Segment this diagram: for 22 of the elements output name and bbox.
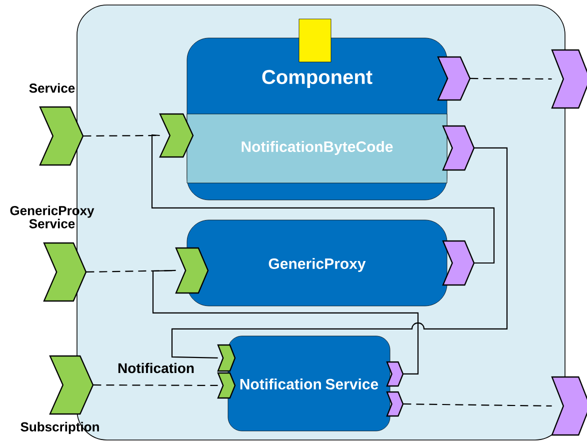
service-port	[175, 247, 209, 294]
reference-port	[551, 376, 587, 436]
implementation-band: NotificationByteCode	[186, 114, 448, 184]
reference-port	[386, 391, 404, 417]
dashed-line	[403, 403, 552, 407]
dashed-line	[470, 78, 552, 80]
service-port	[217, 372, 236, 399]
reference-port	[386, 361, 404, 387]
component-box: Notification Service	[228, 336, 390, 432]
dashed-line	[93, 384, 218, 386]
service-port	[159, 113, 194, 158]
wire	[152, 270, 419, 375]
service-port	[217, 344, 236, 372]
reference-port	[442, 240, 475, 286]
port-label: Notification	[118, 362, 194, 374]
reference-port	[437, 56, 471, 101]
port-label: Service	[29, 83, 75, 93]
component-box: GenericProxy	[186, 220, 448, 306]
reference-port	[551, 49, 587, 109]
reference-port	[442, 125, 475, 171]
wire	[171, 147, 508, 359]
wire	[151, 134, 495, 264]
